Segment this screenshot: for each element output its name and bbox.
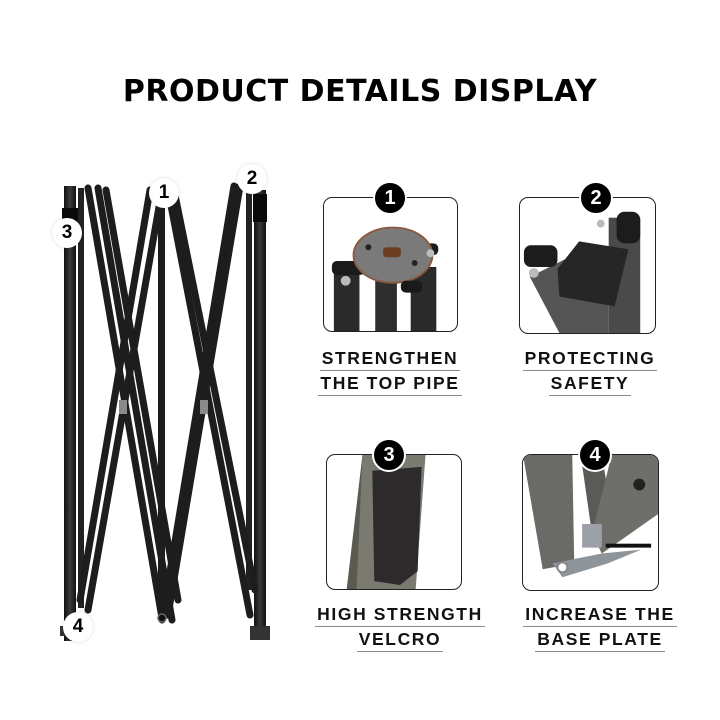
- caption-line-1: INCREASE THE: [523, 602, 677, 627]
- caption-line-1: HIGH STRENGTH: [315, 602, 485, 627]
- velcro-photo: [326, 454, 462, 590]
- frame-marker-2: 2: [237, 164, 267, 194]
- detail-badge-1: 1: [373, 181, 407, 215]
- detail-caption-3: HIGH STRENGTH VELCRO: [300, 602, 500, 652]
- end-cap-photo: [519, 197, 656, 334]
- caption-line-1: STRENGTHEN: [319, 346, 461, 371]
- caption-line-2: THE TOP PIPE: [318, 371, 462, 396]
- frame-marker-1: 1: [149, 178, 179, 208]
- caption-line-2: BASE PLATE: [535, 627, 665, 652]
- frame-marker-3: 3: [52, 218, 82, 248]
- detail-caption-2: PROTECTING SAFETY: [500, 346, 680, 396]
- detail-caption-1: STRENGTHEN THE TOP PIPE: [300, 346, 480, 396]
- detail-caption-4: INCREASE THE BASE PLATE: [505, 602, 695, 652]
- detail-badge-2: 2: [579, 181, 613, 215]
- detail-badge-3: 3: [372, 438, 406, 472]
- page-title: PRODUCT DETAILS DISPLAY: [122, 74, 598, 109]
- caption-line-2: SAFETY: [548, 371, 632, 396]
- caption-line-1: PROTECTING: [522, 346, 658, 371]
- canopy-frame-illustration: [60, 182, 270, 641]
- base-plate-photo: [522, 454, 659, 591]
- detail-badge-4: 4: [578, 438, 612, 472]
- top-pipe-photo: [323, 197, 458, 332]
- caption-line-2: VELCRO: [356, 627, 444, 652]
- frame-marker-4: 4: [63, 612, 93, 642]
- folded-frame-image: [50, 160, 280, 650]
